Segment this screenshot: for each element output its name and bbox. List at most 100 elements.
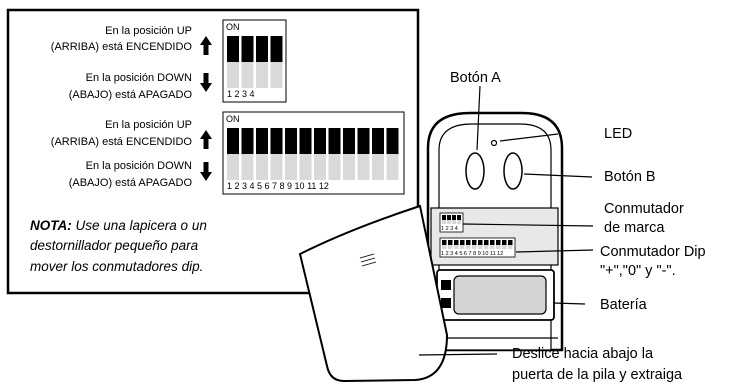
note-line2: destornillador pequeño para: [30, 238, 199, 253]
brand-key-1-off: [442, 220, 446, 224]
row2-up-line1: En la posición UP: [105, 119, 192, 131]
dip-switch-label-line1: Conmutador Dip: [600, 244, 706, 260]
dip4-key-1-off: [227, 62, 239, 88]
dip12-key-5-on: [285, 128, 297, 154]
dip12-key-6-off: [299, 154, 312, 180]
brand-key-4-off: [457, 220, 461, 224]
row1-down-line1: En la posición DOWN: [86, 72, 192, 84]
small-dip-key-12-on: [508, 240, 513, 245]
dip12-key-11-on: [372, 128, 384, 154]
brand-key-4-on: [457, 215, 461, 220]
small-dip-key-10-off: [496, 245, 501, 249]
dip12-key-10-on: [357, 128, 370, 154]
row1-on-label: ON: [226, 22, 240, 32]
dip12-key-8-on: [328, 128, 341, 154]
dip4-key-3-off: [256, 62, 268, 88]
small-dip-numbers: 1 2 3 4 5 6 7 8 9 10 11 12: [441, 251, 503, 257]
battery-door: [298, 204, 449, 383]
dip12-key-9-off: [343, 154, 355, 180]
dip12-key-12-off: [386, 154, 399, 180]
dip-switch-small: 1 2 3 4 5 6 7 8 9 10 11 12: [439, 237, 516, 258]
row2-numbers: 1 2 3 4 5 6 7 8 9 10 11 12: [227, 181, 329, 191]
small-dip-key-1-on: [442, 240, 447, 245]
row1-up-line2: (ARRIBA) está ENCENDIDO: [51, 41, 193, 53]
row1-up-arrow-icon: [200, 36, 212, 55]
led-label: LED: [604, 126, 632, 142]
small-dip-key-3-on: [454, 240, 459, 245]
button-b-icon: [503, 152, 523, 190]
row1-numbers: 1 2 3 4: [227, 89, 255, 99]
note-line1-text: Use una lapicera o un: [72, 218, 207, 233]
dip12-key-12-on: [386, 128, 399, 154]
callout-lines: [418, 85, 594, 356]
dip-switch-12: ON 1 2 3 4 5 6 7 8 9 10 11 12: [222, 111, 405, 195]
small-dip-key-5-off: [466, 245, 471, 249]
dip-switch-4-keys: [227, 36, 283, 88]
brand-switch-label-line1: Conmutador: [604, 201, 684, 217]
dip12-key-4-on: [270, 128, 283, 154]
dip-switch-12-keys: [227, 128, 399, 180]
small-dip-key-8-on: [484, 240, 489, 245]
row2-up-line2: (ARRIBA) está ENCENDIDO: [51, 136, 193, 148]
row2-on-label: ON: [226, 114, 240, 124]
brand-key-2-off: [447, 220, 451, 224]
row2-down-arrow-icon: [200, 162, 212, 181]
dip4-key-3-on: [256, 36, 268, 62]
dip12-key-3-on: [256, 128, 268, 154]
small-dip-key-7-off: [478, 245, 483, 249]
brand-key-2-on: [447, 215, 451, 220]
dip12-key-6-on: [299, 128, 312, 154]
dip4-key-1-on: [227, 36, 239, 62]
row2-down-line2: (ABAJO) está APAGADO: [69, 177, 193, 189]
dip12-key-8-off: [328, 154, 341, 180]
dip12-key-7-on: [314, 128, 326, 154]
row1-down-line2: (ABAJO) está APAGADO: [69, 89, 193, 101]
note-line1: NOTA: Use una lapicera o un: [30, 218, 207, 233]
small-dip-key-5-on: [466, 240, 471, 245]
small-dip-key-10-on: [496, 240, 501, 245]
row2-labels: En la posición UP (ARRIBA) está ENCENDID…: [51, 119, 193, 189]
button-a-icon: [465, 152, 485, 190]
dip12-key-2-on: [241, 128, 254, 154]
dip12-key-1-off: [227, 154, 239, 180]
dip-switch-4: ON 1 2 3 4: [222, 19, 287, 103]
dip12-key-3-off: [256, 154, 268, 180]
brand-dip-switch-keys: [442, 215, 461, 224]
brand-switch-label-line2: de marca: [604, 220, 665, 236]
dip4-key-4-on: [270, 36, 283, 62]
instruction-line1: Deslice hacia abajo la: [512, 346, 654, 362]
small-dip-key-11-off: [502, 245, 507, 249]
small-dip-key-2-off: [448, 245, 453, 249]
small-dip-key-6-on: [472, 240, 477, 245]
dip12-key-4-off: [270, 154, 283, 180]
small-dip-key-4-off: [460, 245, 465, 249]
dip12-key-9-on: [343, 128, 355, 154]
small-dip-key-3-off: [454, 245, 459, 249]
small-dip-key-11-on: [502, 240, 507, 245]
dip12-key-5-off: [285, 154, 297, 180]
brand-dip-numbers: 1 2 3 4: [441, 226, 458, 232]
row2-up-arrow-icon: [200, 130, 212, 149]
small-dip-key-12-off: [508, 245, 513, 249]
dip12-key-10-off: [357, 154, 370, 180]
dip-switch-small-keys: [442, 240, 513, 249]
small-dip-key-2-on: [448, 240, 453, 245]
small-dip-key-9-on: [490, 240, 495, 245]
button-b-label: Botón B: [604, 169, 656, 185]
dip4-key-4-off: [270, 62, 283, 88]
dip12-key-2-off: [241, 154, 254, 180]
small-dip-key-1-off: [442, 245, 447, 249]
instruction-line2: puerta de la pila y extraiga: [512, 367, 683, 383]
brand-key-1-on: [442, 215, 446, 220]
battery-label: Batería: [600, 297, 648, 313]
small-dip-key-9-off: [490, 245, 495, 249]
led-icon: [490, 139, 498, 147]
dip4-key-2-off: [241, 62, 254, 88]
dip-switch-label-line2: "+","0" y "-".: [600, 263, 676, 279]
brand-dip-switch: 1 2 3 4: [439, 212, 464, 233]
note-bold: NOTA:: [30, 218, 72, 233]
row1-labels: En la posición UP (ARRIBA) está ENCENDID…: [51, 25, 193, 101]
dip4-key-2-on: [241, 36, 254, 62]
small-dip-key-4-on: [460, 240, 465, 245]
row1-down-arrow-icon: [200, 73, 212, 92]
